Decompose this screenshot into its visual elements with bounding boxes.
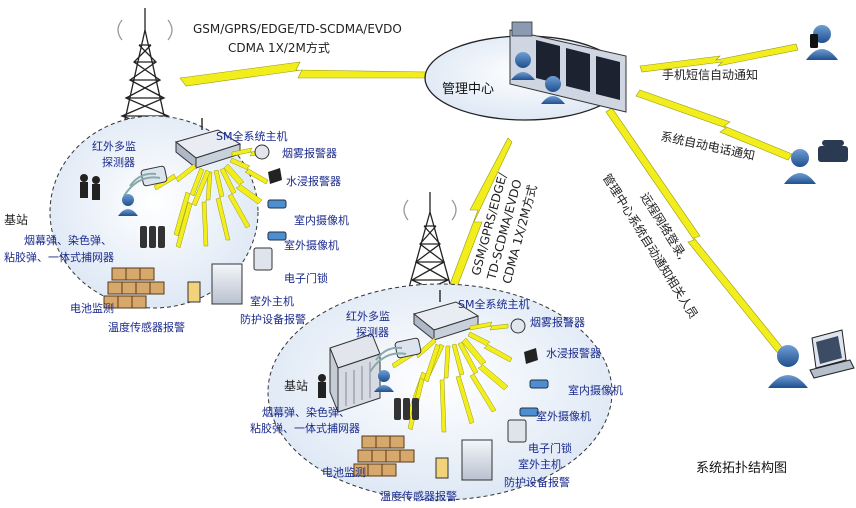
site2-ir-label2: 探测器 (356, 326, 389, 339)
tower-icon (399, 192, 461, 321)
site1-base-label: 基站 (4, 213, 28, 227)
water-sensor-icon (268, 168, 282, 184)
site1-ir-label2: 探测器 (102, 156, 135, 169)
desk-phone-icon (818, 146, 848, 162)
smoke-detector-icon (510, 318, 526, 334)
laptop-icon (809, 329, 855, 379)
site1-protect-label: 防护设备报警 (240, 312, 306, 326)
site1-weapon2-label: 粘胶弹、一体式捕网器 (4, 250, 114, 264)
site2-lock-label: 电子门锁 (528, 441, 572, 455)
deterrent-device-icon (140, 226, 165, 248)
laptop-person-icon (777, 345, 799, 367)
network-text-line2: CDMA 1X/2M方式 (228, 40, 330, 55)
base-station-building-icon (329, 333, 381, 413)
indoor-camera-icon (267, 199, 287, 209)
sms-user (806, 25, 838, 60)
site1-host-label: SM全系统主机 (216, 129, 287, 143)
smoke-detector-icon (254, 144, 270, 160)
site2-ir-label1: 红外多监 (346, 309, 390, 323)
site1-battery-label: 电池监测 (70, 302, 114, 315)
site2-weapon2-label: 粘胶弹、一体式捕网器 (250, 421, 360, 435)
site1-smoke-label: 烟雾报警器 (282, 146, 337, 160)
bolt-tower1-center (179, 61, 433, 87)
site-2-ellipse (267, 283, 613, 501)
door-lock-icon (253, 247, 273, 271)
site2-camin-label: 室内摄像机 (568, 383, 623, 397)
site1-lock-label: 电子门锁 (284, 271, 328, 285)
deterrent-device-icon (394, 398, 419, 420)
links (179, 43, 799, 357)
site2-protect-label: 防护设备报警 (504, 475, 570, 489)
site-1: SM全系统主机 红外多监 探测器 烟 (4, 8, 349, 334)
intruder-icon (318, 374, 326, 398)
guard-person-icon (374, 370, 394, 392)
battery-icon (103, 267, 165, 309)
site1-camin-label: 室内摄像机 (294, 213, 349, 227)
sms-label: 手机短信自动通知 (662, 68, 758, 82)
intruder-icon (80, 174, 100, 200)
site2-battery-label: 电池监测 (322, 466, 366, 479)
indoor-camera-icon (529, 379, 549, 389)
site2-water-label: 水浸报警器 (546, 346, 601, 360)
site1-ir-label1: 红外多监 (92, 139, 136, 153)
infrared-detector-icon (369, 337, 422, 373)
outdoor-camera-icon (519, 407, 539, 417)
site1-weapon1-label: 烟幕弹、染色弹、 (24, 233, 112, 247)
site1-water-label: 水浸报警器 (286, 174, 341, 188)
guard-person-icon (118, 194, 138, 216)
site2-outhost-label: 室外主机 (518, 457, 562, 471)
operator-person-icon (511, 52, 565, 104)
network-text-line1: GSM/GPRS/EDGE/TD-SCDMA/EVDO (193, 22, 402, 36)
bolt-center-phone (635, 89, 793, 161)
battery-icon (353, 435, 415, 477)
outdoor-camera-icon (267, 231, 287, 241)
site1-camout-label: 室外摄像机 (284, 238, 339, 252)
site2-temp-label: 温度传感器报警 (380, 489, 457, 503)
phone-user (784, 140, 848, 184)
diagram-caption: 系统拓扑结构图 (696, 461, 787, 476)
door-lock-icon (507, 419, 527, 443)
monitor-wall-icon (509, 21, 627, 113)
site2-camout-label: 室外摄像机 (536, 409, 591, 423)
mobile-phone-icon (810, 34, 818, 48)
site2-smoke-label: 烟雾报警器 (530, 315, 585, 329)
site1-temp-label: 温度传感器报警 (108, 320, 185, 334)
management-center: 管理中心 (424, 21, 627, 121)
phone-person-icon (791, 149, 809, 167)
outdoor-host-icon (211, 263, 243, 305)
site1-spokes (153, 147, 269, 249)
temperature-sensor-icon (435, 457, 449, 479)
water-sensor-icon (524, 348, 538, 364)
center-label: 管理中心 (442, 82, 494, 97)
outdoor-host-icon (461, 439, 493, 481)
site1-outhost-label: 室外主机 (250, 294, 294, 308)
site2-host-label: SM全系统主机 (458, 297, 529, 311)
laptop-user (768, 329, 855, 388)
site-2: SM全系统主机 红外多监 探测器 烟雾报警器 水浸报警器 (250, 192, 623, 503)
temperature-sensor-icon (187, 281, 201, 303)
site2-weapon1-label: 烟幕弹、染色弹、 (262, 405, 350, 419)
infrared-detector-icon (123, 165, 168, 197)
bolt-center-sms (639, 43, 799, 73)
site2-base-label: 基站 (284, 379, 308, 393)
